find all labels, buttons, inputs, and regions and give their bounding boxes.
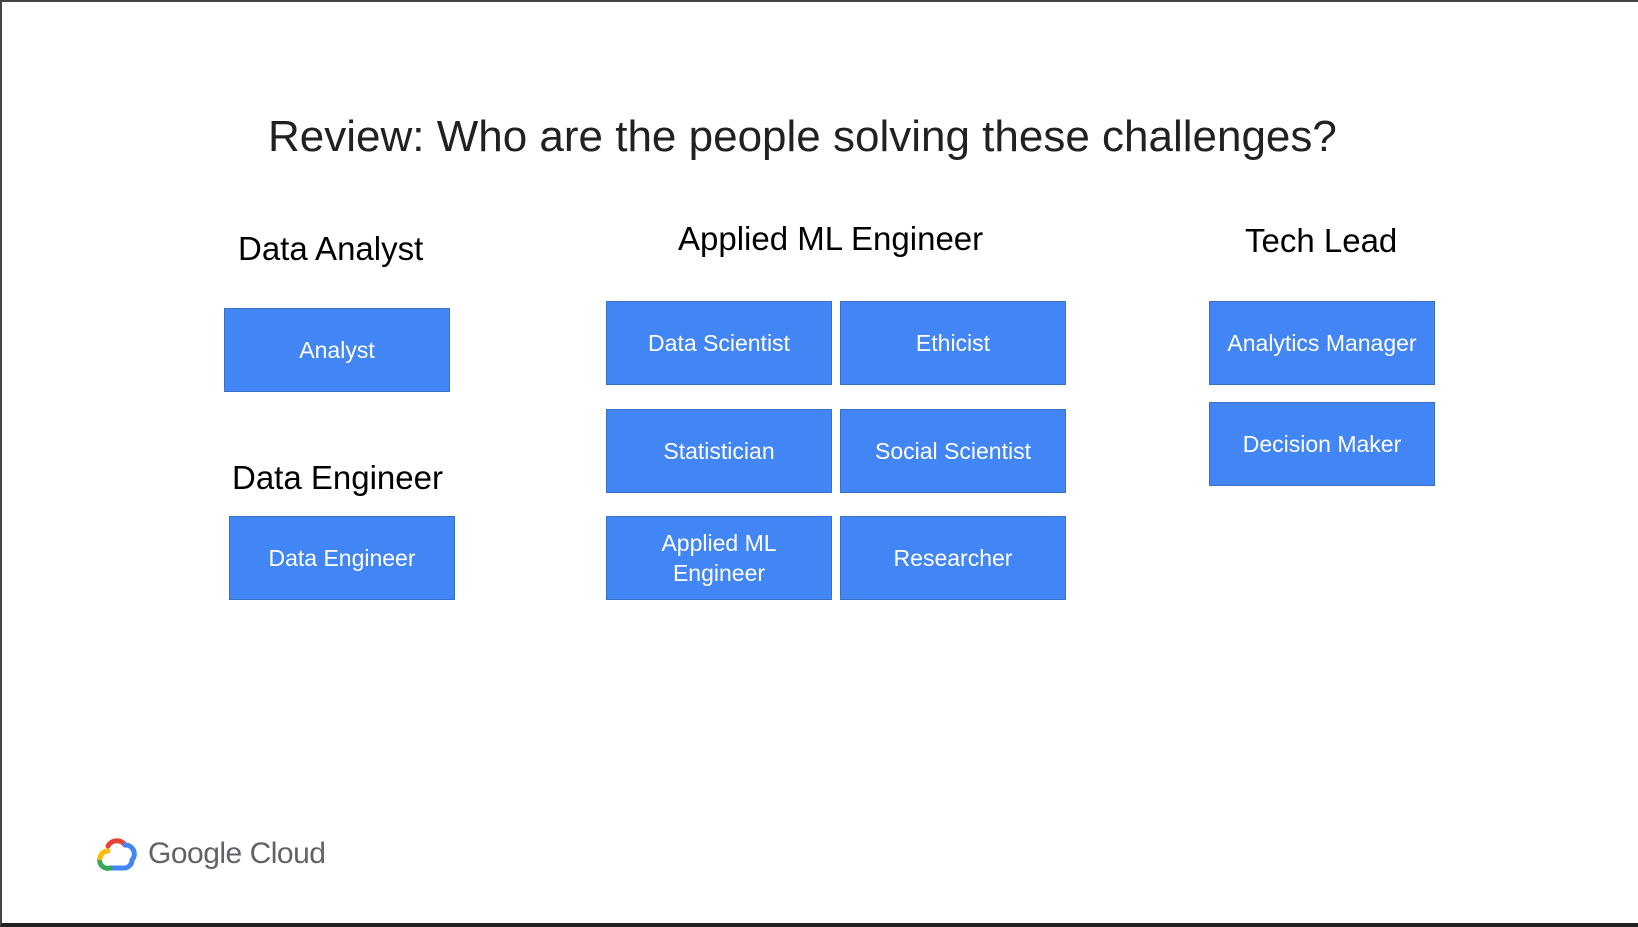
slide-title: Review: Who are the people solving these…: [268, 112, 1337, 161]
group-heading-data-analyst: Data Analyst: [238, 230, 424, 267]
role-box-analytics-manager: Analytics Manager: [1209, 301, 1435, 385]
google-cloud-logo-icon: [97, 838, 137, 871]
role-box-researcher: Researcher: [840, 516, 1066, 600]
group-heading-data-engineer: Data Engineer: [232, 459, 443, 496]
role-box-ethicist: Ethicist: [840, 301, 1066, 385]
group-heading-applied-ml-engineer: Applied ML Engineer: [678, 220, 984, 257]
google-cloud-logo: Google Cloud: [94, 834, 326, 874]
role-box-decision-maker: Decision Maker: [1209, 402, 1435, 486]
role-box-statistician: Statistician: [606, 409, 832, 493]
role-box-data-engineer: Data Engineer: [229, 516, 455, 600]
role-box-applied-ml-engineer: Applied ML Engineer: [606, 516, 832, 600]
role-box-data-scientist: Data Scientist: [606, 301, 832, 385]
group-heading-tech-lead: Tech Lead: [1245, 222, 1398, 259]
role-box-social-scientist: Social Scientist: [840, 409, 1066, 493]
google-cloud-logo-text: Google Cloud: [148, 837, 326, 870]
role-box-analyst: Analyst: [224, 308, 450, 392]
